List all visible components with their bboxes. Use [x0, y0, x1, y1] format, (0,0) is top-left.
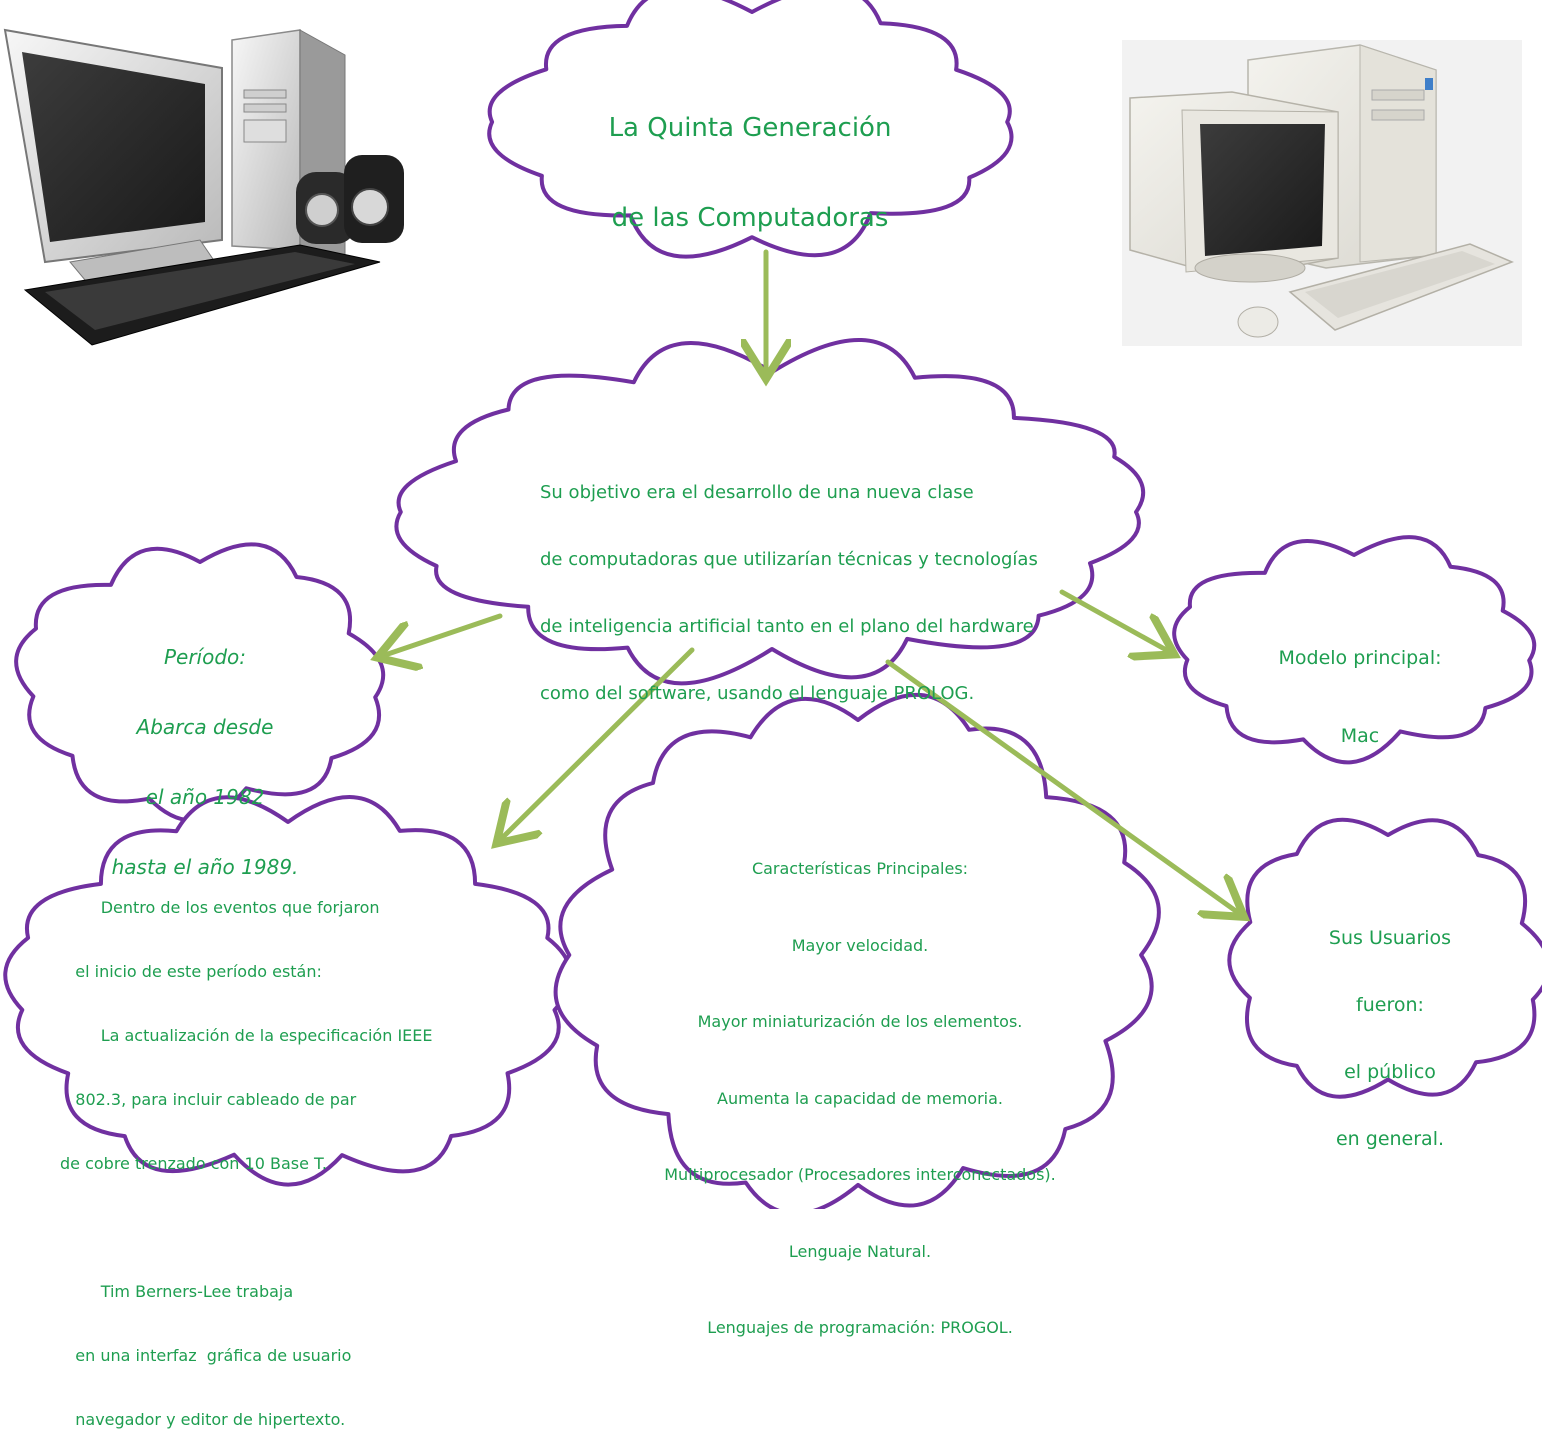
cloud-objective [394, 338, 1146, 686]
features-line-6: Lenguaje Natural. [788, 1241, 932, 1261]
features-line-3: Mayor miniaturización de los elementos. [697, 1012, 1023, 1031]
model-line-1: Modelo principal: [1278, 647, 1442, 669]
objective-line-4: como del software, usando el lenguaje PR… [540, 683, 975, 704]
events-line-9: navegador y editor de hipertexto. [60, 1410, 346, 1429]
events-text: Dentro de los eventos que forjaron el in… [60, 857, 530, 1452]
events-line-3: La actualización de la especificación IE… [60, 1026, 433, 1045]
arrow-objective-users [885, 659, 1240, 914]
features-text: Características Principales: Mayor veloc… [620, 812, 1100, 1367]
arrow-objective-model [1059, 589, 1170, 652]
events-line-7: Tim Berners-Lee trabaja [60, 1282, 294, 1301]
arrow-objective-period [382, 613, 503, 656]
events-line-8: en una interfaz gráfica de usuario [60, 1346, 352, 1365]
users-text: Sus Usuarios fueron: el público en gener… [1290, 886, 1490, 1173]
events-line-4: 802.3, para incluir cableado de par [60, 1090, 357, 1109]
objective-line-3: de inteligencia artificial tanto en el p… [540, 616, 1034, 637]
features-line-4: Aumenta la capacidad de memoria. [717, 1088, 1003, 1108]
features-line-5: Multiprocesador (Procesadores interconec… [664, 1165, 1056, 1184]
objective-text: Su objetivo era el desarrollo de una nue… [540, 440, 1100, 727]
events-line-5: de cobre trenzado con 10 Base T. [60, 1154, 327, 1173]
users-line-2: fueron: [1356, 994, 1424, 1016]
users-line-1: Sus Usuarios [1328, 927, 1452, 949]
period-text: Período: Abarca desde el año 1982 hasta … [90, 603, 320, 902]
period-line-3: el año 1982 [145, 785, 265, 809]
features-line-2: Mayor velocidad. [791, 935, 929, 955]
left-computer-icon [3, 28, 404, 346]
period-line-2: Abarca desde [136, 715, 274, 739]
right-computer-icon [1122, 40, 1522, 346]
model-text: Modelo principal: Mac [1250, 600, 1470, 775]
cloud-events [3, 795, 573, 1187]
period-line-1: Período: [163, 645, 247, 669]
objective-line-1: Su objetivo era el desarrollo de una nue… [540, 482, 974, 503]
arrow-objective-events [500, 647, 695, 840]
features-line-1: Características Principales: [751, 859, 969, 878]
events-line-6: ​ [60, 1215, 530, 1241]
features-line-7: Lenguajes de programación: PROGOL. [707, 1318, 1013, 1337]
title-text: La Quinta Generación de las Computadoras [540, 64, 960, 263]
title-line-1: La Quinta Generación [608, 113, 892, 143]
title-line-2: de las Computadoras [611, 203, 889, 233]
users-line-4: en general. [1335, 1128, 1445, 1150]
objective-line-2: de computadoras que utilizarían técnicas… [540, 549, 1038, 570]
cloud-model [1172, 535, 1537, 765]
model-line-2: Mac [1340, 725, 1380, 747]
events-line-1: Dentro de los eventos que forjaron [60, 898, 380, 917]
period-line-4: hasta el año 1989. [111, 855, 299, 879]
concept-map [3, 0, 1542, 1209]
users-line-3: el público [1344, 1061, 1436, 1083]
events-line-2: el inicio de este período están: [60, 962, 322, 981]
cloud-title [487, 0, 1014, 259]
